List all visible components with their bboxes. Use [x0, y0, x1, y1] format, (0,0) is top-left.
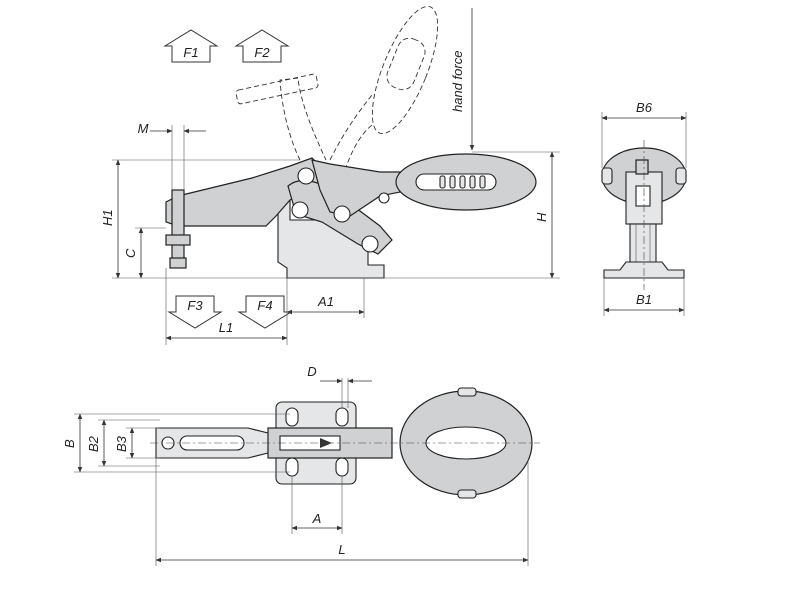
mounting-hole: [335, 407, 349, 427]
b1-label: B1: [636, 292, 652, 307]
h1-label: H1: [100, 209, 115, 226]
b3-label: B3: [114, 435, 129, 452]
pivot-pin: [333, 205, 351, 223]
hand-force-label: hand force: [450, 51, 465, 112]
a-label: A: [312, 511, 322, 526]
grip-teeth: [457, 387, 477, 499]
f4-label: F4: [257, 298, 272, 313]
base-block: [277, 197, 385, 279]
m-label: M: [138, 121, 149, 136]
end-grip-boss-left: [601, 167, 613, 185]
spindle-tip: [169, 257, 187, 269]
force-arrow-f4: F4: [237, 295, 293, 329]
spindle: [171, 189, 185, 263]
l-label: L: [338, 542, 345, 557]
end-grip-boss-right: [675, 167, 687, 185]
f2-label: F2: [254, 45, 270, 60]
mounting-hole: [335, 457, 349, 477]
f3-label: F3: [187, 298, 203, 313]
end-top-block: [635, 159, 649, 175]
f1-label: F1: [183, 45, 198, 60]
pivot-pin: [291, 201, 309, 219]
a1-label: A1: [317, 294, 334, 309]
b2-label: B2: [86, 435, 101, 452]
top-view: D B B2 B3 A L: [62, 364, 540, 566]
mounting-hole: [285, 407, 299, 427]
end-view: B6 B1: [601, 100, 687, 316]
ghost-open-lever: [235, 5, 439, 171]
spindle-nut: [165, 234, 191, 246]
mounting-hole: [285, 457, 299, 477]
hand-force-arrow: hand force: [450, 8, 475, 151]
pivot-pin: [361, 235, 379, 253]
side-view: F1 F2 F3 F4 hand force M: [100, 5, 560, 345]
force-arrow-f3: F3: [167, 295, 223, 329]
h-label: H: [534, 212, 549, 222]
end-pin: [635, 185, 651, 207]
handle-grip-slot: [415, 173, 497, 191]
l1-label: L1: [219, 320, 233, 335]
b-label: B: [62, 439, 77, 448]
arm-slot: [179, 435, 245, 451]
c-label: C: [123, 248, 138, 258]
pivot-pin: [378, 192, 390, 204]
grip-ribs: [439, 175, 486, 189]
handle-shank: [311, 159, 411, 217]
end-stem: [629, 223, 657, 265]
force-arrow-f2: F2: [234, 29, 290, 63]
b6-label: B6: [636, 100, 653, 115]
d-label: D: [307, 364, 316, 379]
force-arrow-f1: F1: [163, 29, 219, 63]
pivot-pin: [297, 167, 315, 185]
